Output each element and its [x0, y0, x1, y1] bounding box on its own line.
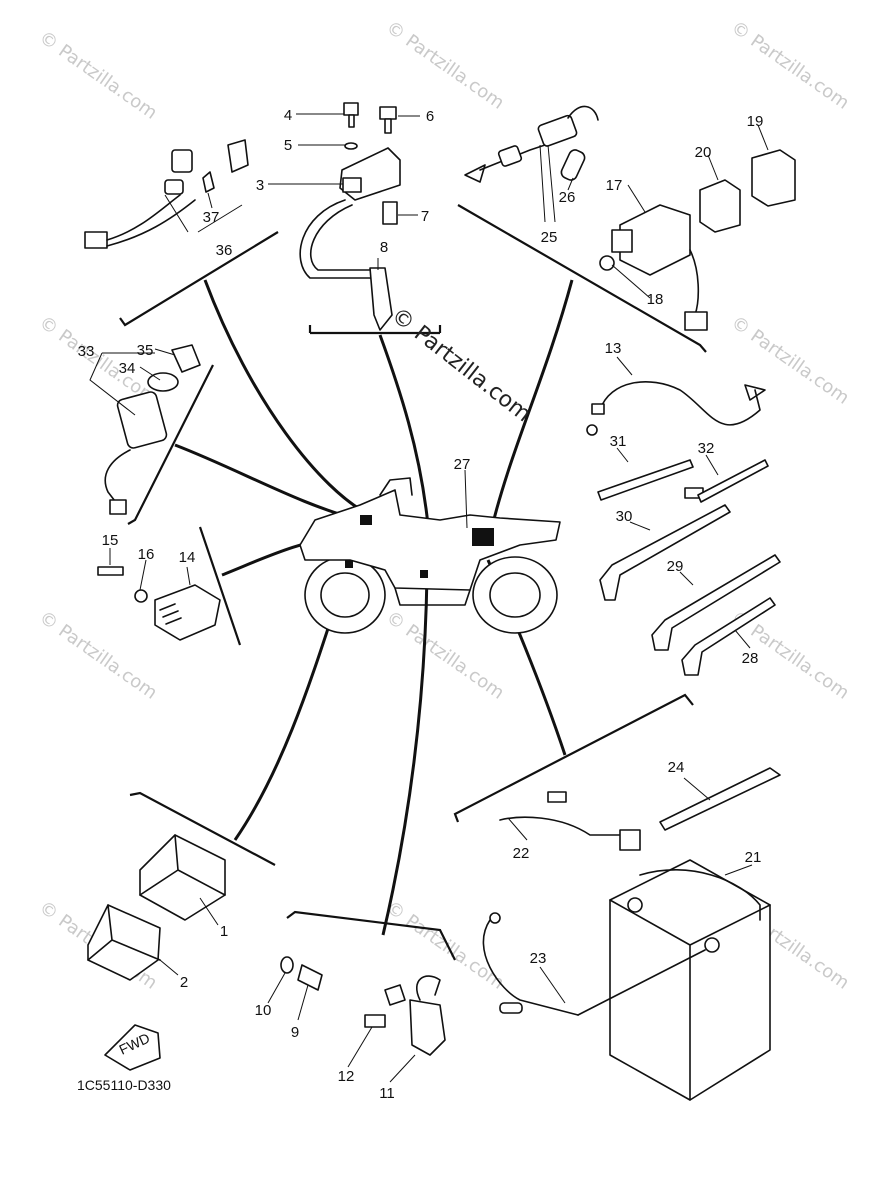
- callout-15: 15: [102, 532, 119, 549]
- callout-28: 28: [742, 650, 759, 667]
- callout-18: 18: [647, 291, 664, 308]
- callout-26: 26: [559, 189, 576, 206]
- callout-17: 17: [606, 177, 623, 194]
- callout-5: 5: [284, 137, 292, 154]
- watermark: © Partzilla.com: [382, 897, 508, 994]
- watermark: © Partzilla.com: [727, 312, 853, 409]
- wire-harness-group: [84, 139, 249, 249]
- callout-33: 33: [78, 343, 95, 360]
- callout-29: 29: [667, 558, 684, 575]
- rectifier-group: [97, 566, 221, 641]
- watermark: © Partzilla.com: [382, 17, 508, 114]
- callout-35: 35: [137, 342, 154, 359]
- callout-6: 6: [426, 108, 434, 125]
- callout-10: 10: [255, 1002, 272, 1019]
- callout-13: 13: [605, 340, 622, 357]
- watermark: © Partzilla.com: [35, 27, 161, 124]
- switch-sensor-group: [464, 105, 599, 183]
- callout-1: 1: [220, 923, 228, 940]
- watermarks: © Partzilla.com © Partzilla.com © Partzi…: [35, 17, 853, 994]
- watermark: © Partzilla.com: [727, 17, 853, 114]
- ignition-switch-group: [104, 344, 201, 515]
- battery-group: [482, 767, 781, 1101]
- callout-9: 9: [291, 1024, 299, 1041]
- callout-32: 32: [698, 440, 715, 457]
- relay-group: [599, 149, 796, 331]
- leader-lines: [89, 113, 769, 1083]
- atv-vehicle: [299, 477, 561, 634]
- callout-22: 22: [513, 845, 530, 862]
- callout-11: 11: [379, 1085, 395, 1102]
- callout-27: 27: [454, 456, 471, 473]
- callout-8: 8: [380, 239, 388, 256]
- callout-23: 23: [530, 950, 547, 967]
- callout-labels: 1 2 3 4 5 6 7 8 9 10 11 12 13 14 15 16 1…: [78, 107, 764, 1102]
- callout-3: 3: [256, 177, 264, 194]
- callout-2: 2: [180, 974, 188, 991]
- callout-7: 7: [421, 208, 429, 225]
- callout-36: 36: [216, 242, 233, 259]
- cable-ties-group: [586, 381, 781, 676]
- callout-20: 20: [695, 144, 712, 161]
- callout-4: 4: [284, 107, 292, 124]
- callout-30: 30: [616, 508, 633, 525]
- callout-19: 19: [747, 113, 764, 130]
- cdi-unit-group: [87, 834, 226, 981]
- fwd-arrow: FWD: [104, 1024, 161, 1071]
- center-watermark: © Partzilla.com: [386, 303, 535, 427]
- callout-31: 31: [610, 433, 627, 450]
- ignition-coil-group: [299, 102, 401, 331]
- callout-37: 37: [203, 209, 220, 226]
- callout-21: 21: [745, 849, 762, 866]
- callout-12: 12: [338, 1068, 355, 1085]
- callout-24: 24: [668, 759, 685, 776]
- callout-34: 34: [119, 360, 136, 377]
- sensor-group: [280, 956, 446, 1056]
- diagram-code: 1C55110-D330: [77, 1077, 171, 1093]
- callout-14: 14: [179, 549, 196, 566]
- callout-16: 16: [138, 546, 155, 563]
- watermark: © Partzilla.com: [35, 607, 161, 704]
- callout-25: 25: [541, 229, 558, 246]
- group-brackets: [119, 204, 707, 961]
